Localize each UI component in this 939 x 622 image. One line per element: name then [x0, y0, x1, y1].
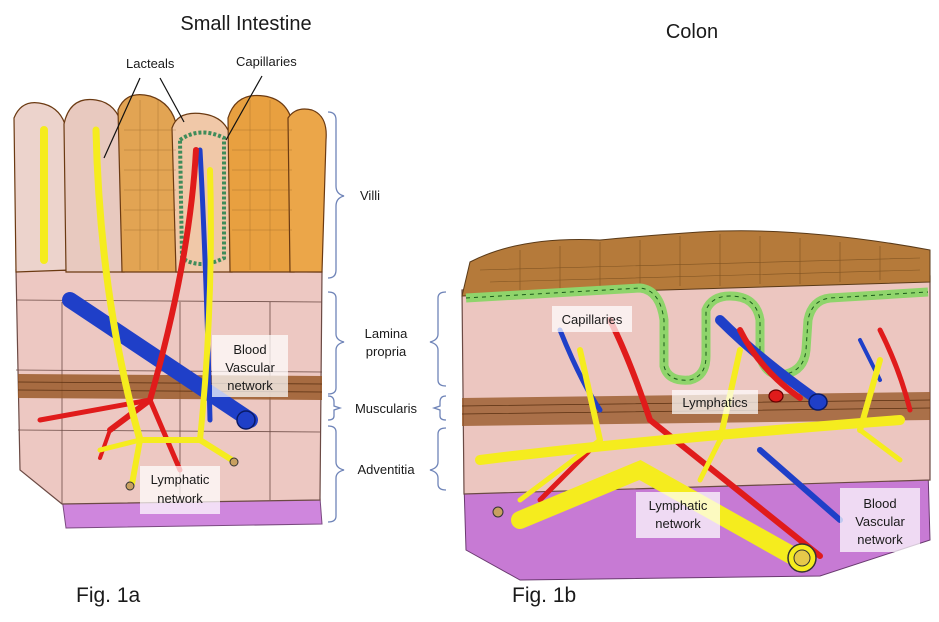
villi-label: Villi: [360, 188, 380, 203]
lacteals-label-box: [116, 50, 178, 76]
colon-lymphatics: [475, 347, 905, 569]
blood-network-a-line2: Vascular: [225, 360, 275, 375]
colon-tissue: [461, 275, 931, 495]
adventitia-bracket: [327, 425, 345, 523]
blood-network-a-line1: Blood: [233, 342, 266, 357]
lamina-propria-label-line2: propria: [366, 344, 407, 359]
lymphatics-label-b: Lymphatics: [682, 395, 748, 410]
capillaries-label-b: Capillaries: [562, 312, 623, 327]
blood-network-b-line2: Vascular: [855, 514, 905, 529]
lacteals-leader-2: [159, 77, 185, 123]
fig-1a-caption: Fig. 1a: [76, 584, 141, 607]
adventitia-label: Adventitia: [357, 462, 415, 477]
blood-network-b-line3: network: [857, 532, 903, 547]
adventitia-bracket-b: [429, 427, 447, 491]
lymphatic-network-a-line1: Lymphatic: [151, 472, 210, 487]
lacteals-leader: [103, 77, 141, 159]
villus-texture: [124, 100, 292, 270]
colon-surface-texture: [479, 234, 921, 290]
lymphatic-network-b-line1: Lymphatic: [649, 498, 708, 513]
muscularis-bracket-b: [431, 395, 447, 421]
capillaries-leader: [225, 75, 263, 141]
villi: [13, 94, 327, 273]
lymphatic-network-label-box-b: [636, 492, 720, 538]
small-intestine-illustration: [13, 94, 327, 529]
lacteals: [40, 126, 235, 487]
lacteals-label: Lacteals: [126, 56, 175, 71]
villi-bracket: [327, 111, 345, 279]
lamina-bracket-b: [429, 291, 447, 387]
blood-network-label-box-b: [840, 488, 920, 552]
lymphatics-label-box-b: [672, 390, 758, 414]
capillaries-label-box-b: [552, 306, 632, 332]
lamina-bracket: [327, 291, 345, 395]
capillaries-label-a: Capillaries: [236, 54, 297, 69]
blood-network-a-line3: network: [227, 378, 273, 393]
lymphatic-network-label-box-a: [140, 466, 220, 514]
lymphatic-network-a-line2: network: [157, 491, 203, 506]
colon-title: Colon: [666, 21, 718, 43]
blood-network-label-box-a: [212, 335, 288, 397]
muscularis-bracket: [327, 395, 343, 421]
muscularis-label: Muscularis: [355, 401, 418, 416]
blood-network-b-line1: Blood: [863, 496, 896, 511]
small-intestine-title: Small Intestine: [180, 13, 311, 35]
lymphatic-network-b-line2: network: [655, 516, 701, 531]
lamina-propria-label-line1: Lamina: [365, 326, 408, 341]
fig-1b-caption: Fig. 1b: [512, 584, 576, 607]
